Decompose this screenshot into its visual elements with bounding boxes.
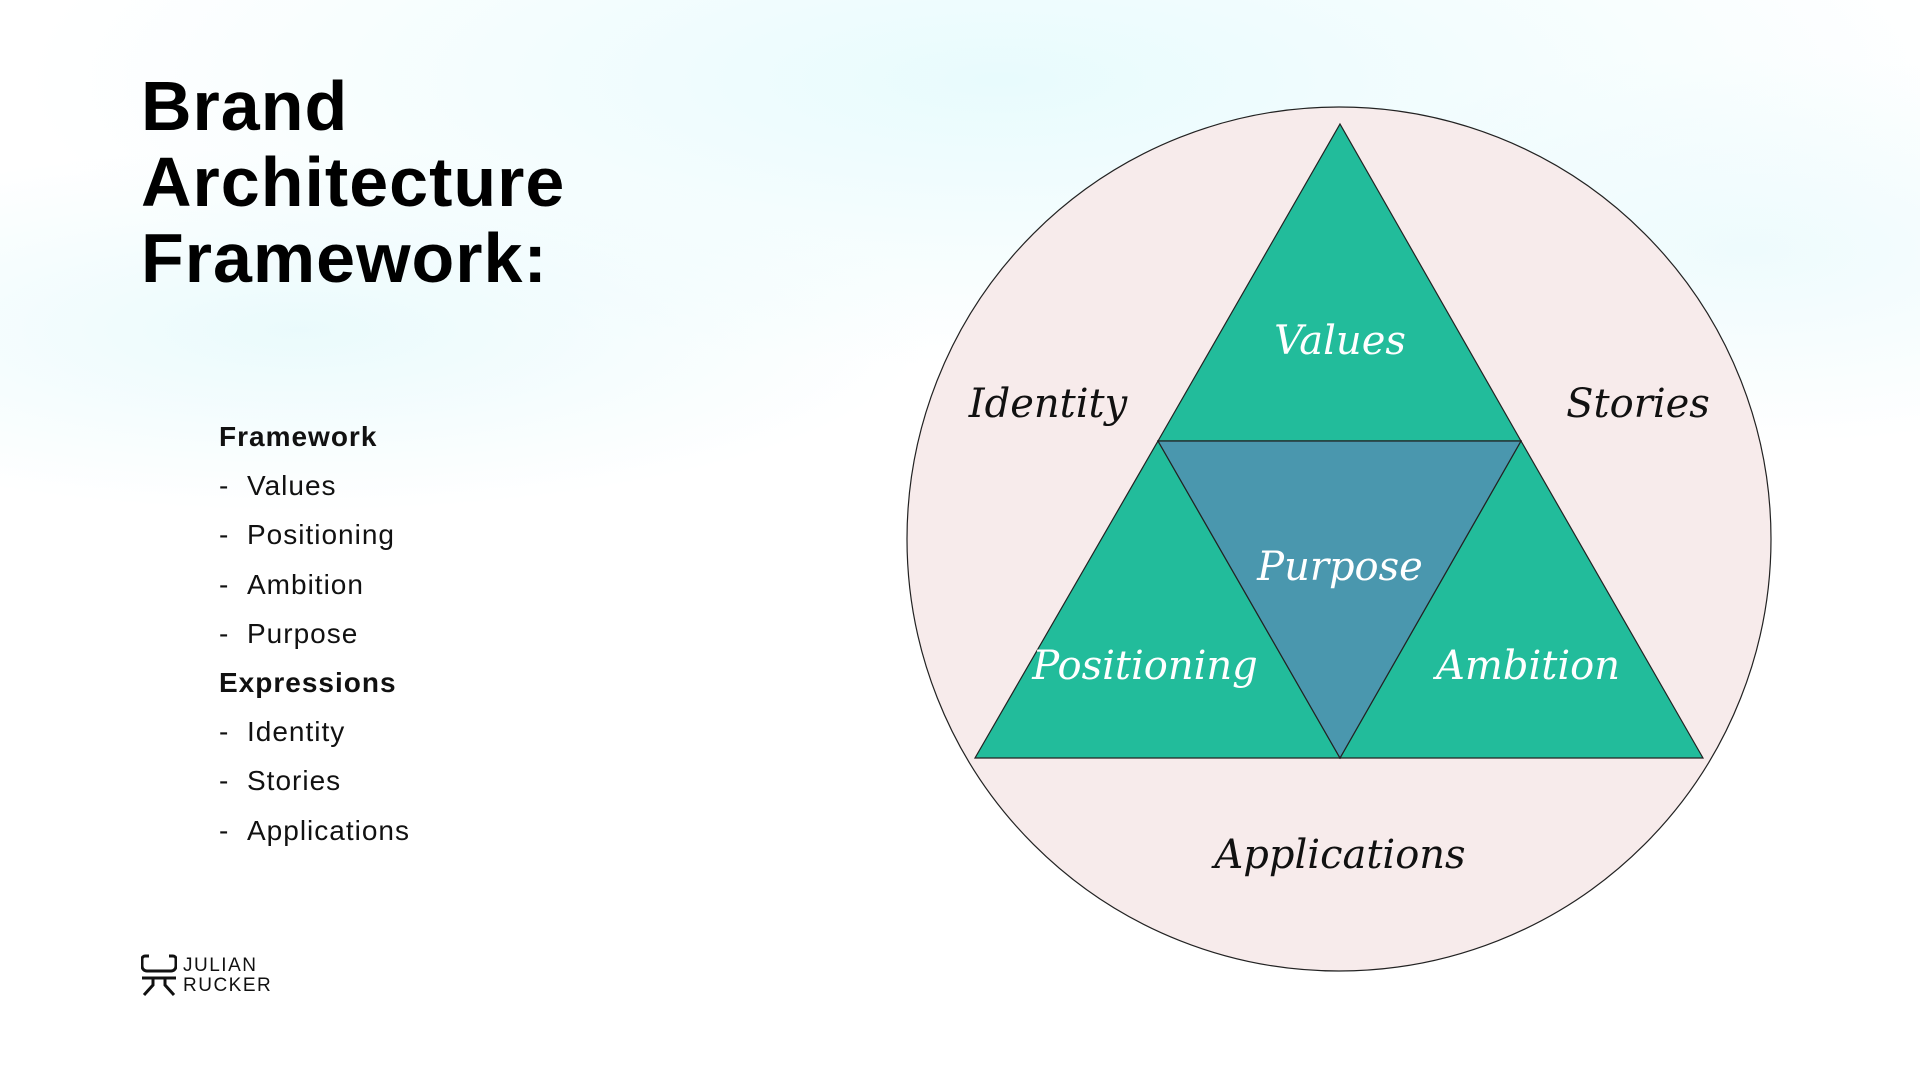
stories-label: Stories [1566, 381, 1710, 427]
title-line: Framework: [141, 219, 548, 297]
list-item: -Applications [219, 806, 410, 855]
purpose-label: Purpose [1256, 544, 1423, 590]
expressions-heading: Expressions [219, 667, 397, 699]
values-label: Values [1274, 318, 1406, 364]
title-line: Brand [141, 67, 349, 145]
list-item-label: Values [247, 470, 337, 502]
dash: - [219, 716, 230, 748]
page-title: Brand Architecture Framework: [141, 68, 565, 296]
applications-label: Applications [1210, 832, 1465, 878]
list-item-label: Positioning [247, 519, 395, 551]
positioning-label: Positioning [1031, 643, 1258, 689]
list-item: -Stories [219, 756, 410, 805]
list-item: -Purpose [219, 609, 410, 658]
list-item: -Positioning [219, 510, 410, 559]
dash: - [219, 814, 230, 846]
framework-list: Framework -Values -Positioning -Ambition… [219, 412, 410, 855]
dash: - [219, 519, 230, 551]
ambition-label: Ambition [1432, 643, 1620, 689]
identity-label: Identity [968, 381, 1129, 427]
purpose-triangle [1156, 440, 1523, 760]
list-item-label: Applications [247, 814, 410, 846]
dash: - [219, 617, 230, 649]
list-item: -Ambition [219, 560, 410, 609]
logo-line: JULIAN [183, 955, 258, 976]
logo-text: JULIAN RUCKER [183, 956, 272, 996]
logo-mark-icon [141, 954, 177, 997]
dash: - [219, 765, 230, 797]
logo-line: RUCKER [183, 975, 273, 996]
list-item-label: Ambition [247, 568, 364, 600]
list-item: -Values [219, 461, 410, 510]
framework-heading: Framework [219, 421, 378, 452]
title-line: Architecture [141, 143, 566, 221]
list-item: -Identity [219, 707, 410, 756]
list-item-label: Identity [247, 716, 346, 748]
list-item-label: Stories [247, 765, 342, 797]
list-item-label: Purpose [247, 617, 359, 649]
dash: - [219, 470, 230, 502]
dash: - [219, 568, 230, 600]
logo: JULIAN RUCKER [141, 953, 272, 999]
